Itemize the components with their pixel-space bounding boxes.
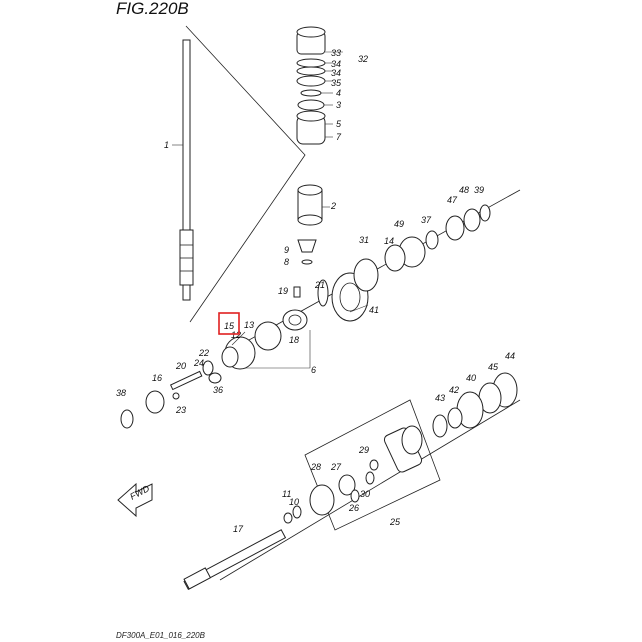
label-part-40: 40 bbox=[466, 373, 476, 383]
drive-shaft-part-1[interactable] bbox=[179, 39, 194, 301]
leader-lines bbox=[172, 51, 369, 346]
pin-part-23[interactable] bbox=[172, 392, 180, 400]
label-part-17: 17 bbox=[233, 524, 244, 534]
label-part-31: 31 bbox=[359, 235, 369, 245]
propeller-shaft-part-17[interactable] bbox=[183, 529, 287, 591]
label-part-48: 48 bbox=[459, 185, 469, 195]
label-part-37: 37 bbox=[421, 215, 432, 225]
label-part-26: 26 bbox=[348, 503, 359, 513]
label-part-33: 33 bbox=[331, 48, 341, 58]
clip-part-11[interactable] bbox=[283, 512, 293, 524]
label-part-22: 22 bbox=[198, 348, 209, 358]
label-part-25: 25 bbox=[389, 517, 401, 527]
ring-part-37[interactable] bbox=[425, 230, 439, 250]
upper-section-outline bbox=[185, 25, 306, 323]
label-part-4: 4 bbox=[336, 88, 341, 98]
label-part-13: 13 bbox=[244, 320, 254, 330]
bearing-part-13[interactable] bbox=[254, 321, 282, 351]
label-part-35: 35 bbox=[331, 78, 342, 88]
figure-title: FIG.220B bbox=[116, 0, 189, 18]
label-part-21: 21 bbox=[314, 280, 325, 290]
label-part-32: 32 bbox=[358, 54, 368, 64]
label-part-5: 5 bbox=[336, 119, 342, 129]
washer-part-12[interactable] bbox=[221, 346, 239, 368]
label-part-3: 3 bbox=[336, 100, 341, 110]
ring-part-36[interactable] bbox=[208, 372, 222, 384]
shim-part-21[interactable] bbox=[317, 279, 329, 307]
label-part-18: 18 bbox=[289, 335, 299, 345]
ring-part-26[interactable] bbox=[350, 489, 360, 503]
label-part-36: 36 bbox=[213, 385, 223, 395]
washer-part-8[interactable] bbox=[301, 259, 313, 265]
ring-part-48[interactable] bbox=[463, 208, 481, 232]
footer-code: DF300A_E01_016_220B bbox=[116, 631, 206, 640]
label-part-14: 14 bbox=[384, 236, 394, 246]
label-part-42: 42 bbox=[449, 385, 459, 395]
bearing-part-47[interactable] bbox=[445, 215, 465, 241]
pinion-nut-part-9[interactable] bbox=[297, 239, 317, 253]
label-part-24: 24 bbox=[193, 358, 204, 368]
label-part-29: 29 bbox=[358, 445, 369, 455]
label-part-47: 47 bbox=[447, 195, 458, 205]
label-part-19: 19 bbox=[278, 286, 288, 296]
label-part-38: 38 bbox=[116, 388, 126, 398]
label-part-45: 45 bbox=[488, 362, 499, 372]
label-part-9: 9 bbox=[284, 245, 289, 255]
highlight-box-part-15 bbox=[218, 312, 240, 335]
washer-part-29a[interactable] bbox=[369, 459, 379, 471]
clip-part-39[interactable] bbox=[479, 204, 491, 222]
pinion-gear-part-18[interactable] bbox=[282, 309, 308, 331]
pin-part-19[interactable] bbox=[293, 286, 301, 298]
label-part-11: 11 bbox=[282, 489, 291, 499]
label-part-1: 1 bbox=[164, 140, 169, 150]
bearing-housing-stack[interactable] bbox=[296, 26, 326, 145]
label-part-23: 23 bbox=[175, 405, 186, 415]
label-part-16: 16 bbox=[152, 373, 162, 383]
label-part-34-a: 34 bbox=[331, 59, 341, 69]
label-part-30: 30 bbox=[360, 489, 370, 499]
label-part-15[interactable]: 15 bbox=[224, 321, 235, 331]
label-part-27: 27 bbox=[330, 462, 342, 472]
ring-part-42[interactable] bbox=[447, 407, 463, 429]
sleeve-part-2[interactable] bbox=[297, 184, 323, 226]
label-part-8: 8 bbox=[284, 257, 289, 267]
ring-part-31[interactable] bbox=[353, 258, 379, 292]
label-part-12: 12 bbox=[231, 330, 241, 340]
shaft-part-20[interactable] bbox=[169, 370, 203, 391]
label-part-34-b: 34 bbox=[331, 68, 341, 78]
lower-section-boundary bbox=[219, 399, 521, 581]
washer-part-22[interactable] bbox=[202, 360, 214, 376]
washer-part-30[interactable] bbox=[365, 471, 375, 485]
ring-part-28[interactable] bbox=[309, 484, 335, 516]
ring-part-49[interactable] bbox=[384, 244, 406, 272]
label-part-41: 41 bbox=[369, 305, 379, 315]
label-part-43: 43 bbox=[435, 393, 445, 403]
label-part-7: 7 bbox=[336, 132, 342, 142]
label-part-20: 20 bbox=[175, 361, 186, 371]
label-part-44: 44 bbox=[505, 351, 515, 361]
label-part-6: 6 bbox=[311, 365, 316, 375]
shim-part-43[interactable] bbox=[432, 414, 448, 438]
label-part-49: 49 bbox=[394, 219, 404, 229]
fwd-arrow-icon: FWD bbox=[117, 482, 153, 518]
label-part-2: 2 bbox=[330, 201, 336, 211]
label-part-39: 39 bbox=[474, 185, 484, 195]
label-part-10: 10 bbox=[289, 497, 299, 507]
bearing-part-16[interactable] bbox=[145, 390, 165, 414]
ring-part-10[interactable] bbox=[292, 505, 302, 519]
clip-part-38[interactable] bbox=[120, 409, 134, 429]
label-part-28: 28 bbox=[310, 462, 321, 472]
bearing-part-27[interactable] bbox=[338, 474, 356, 496]
carrier-part-29[interactable] bbox=[383, 425, 423, 474]
